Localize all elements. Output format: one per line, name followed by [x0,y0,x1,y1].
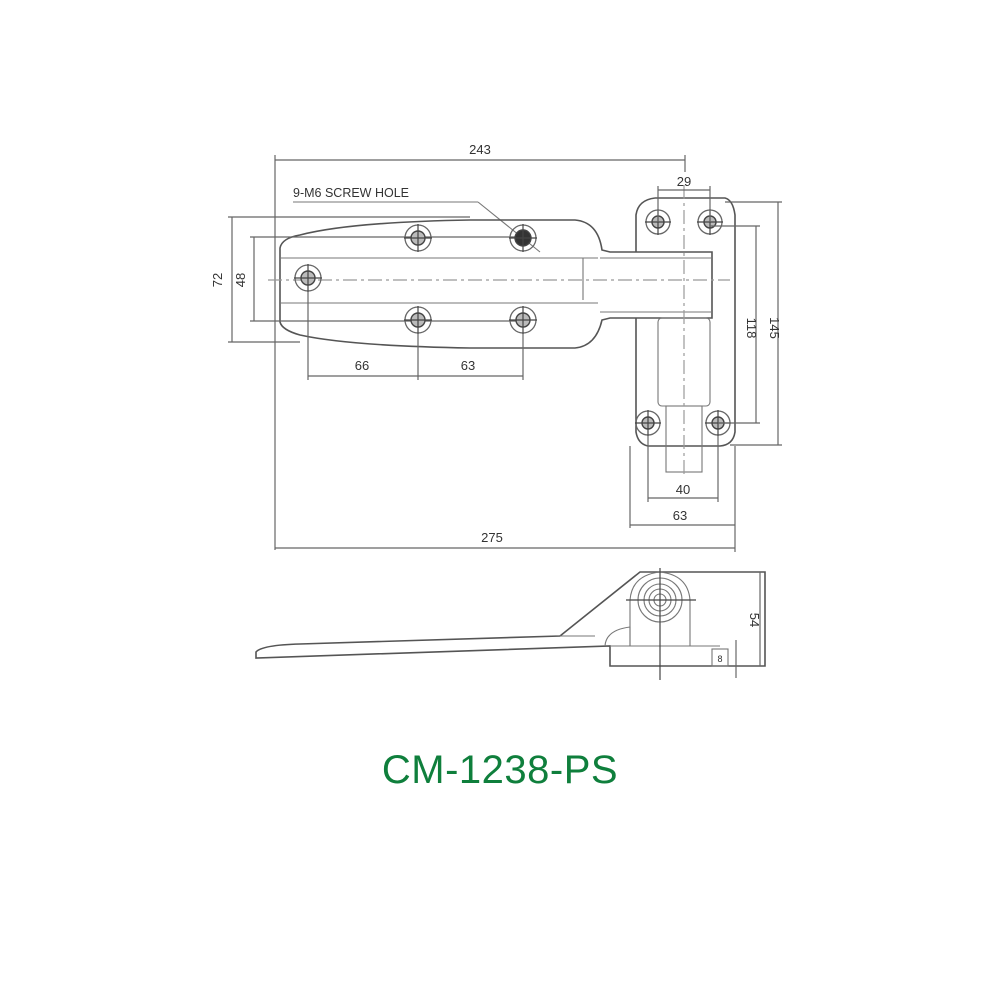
side-view: 54 8 [255,568,766,680]
dim-145: 145 [767,317,782,339]
dim-8: 8 [717,654,722,664]
screw-hole [404,306,432,334]
dim-72: 72 [210,273,225,287]
screw-hole [509,306,537,334]
pivot-pin [626,568,696,680]
dim-118: 118 [744,318,759,339]
dim-63-hinge: 63 [673,508,687,523]
top-view: 243 9-M6 SCREW HOLE 72 48 [210,142,782,552]
dim-63-plate: 63 [461,358,475,373]
screw-hole [509,224,537,252]
dim-40: 40 [676,482,690,497]
dim-275: 275 [481,530,503,545]
dim-243: 243 [469,142,491,157]
screw-hole [635,410,661,436]
screw-hole [294,264,322,292]
screw-hole [404,224,432,252]
dim-66: 66 [355,358,369,373]
dim-48: 48 [233,273,248,287]
model-number-label: CM-1238-PS [381,748,619,792]
dim-29: 29 [677,174,691,189]
screw-hole-callout: 9-M6 SCREW HOLE [293,186,409,200]
dim-54: 54 [747,613,762,627]
